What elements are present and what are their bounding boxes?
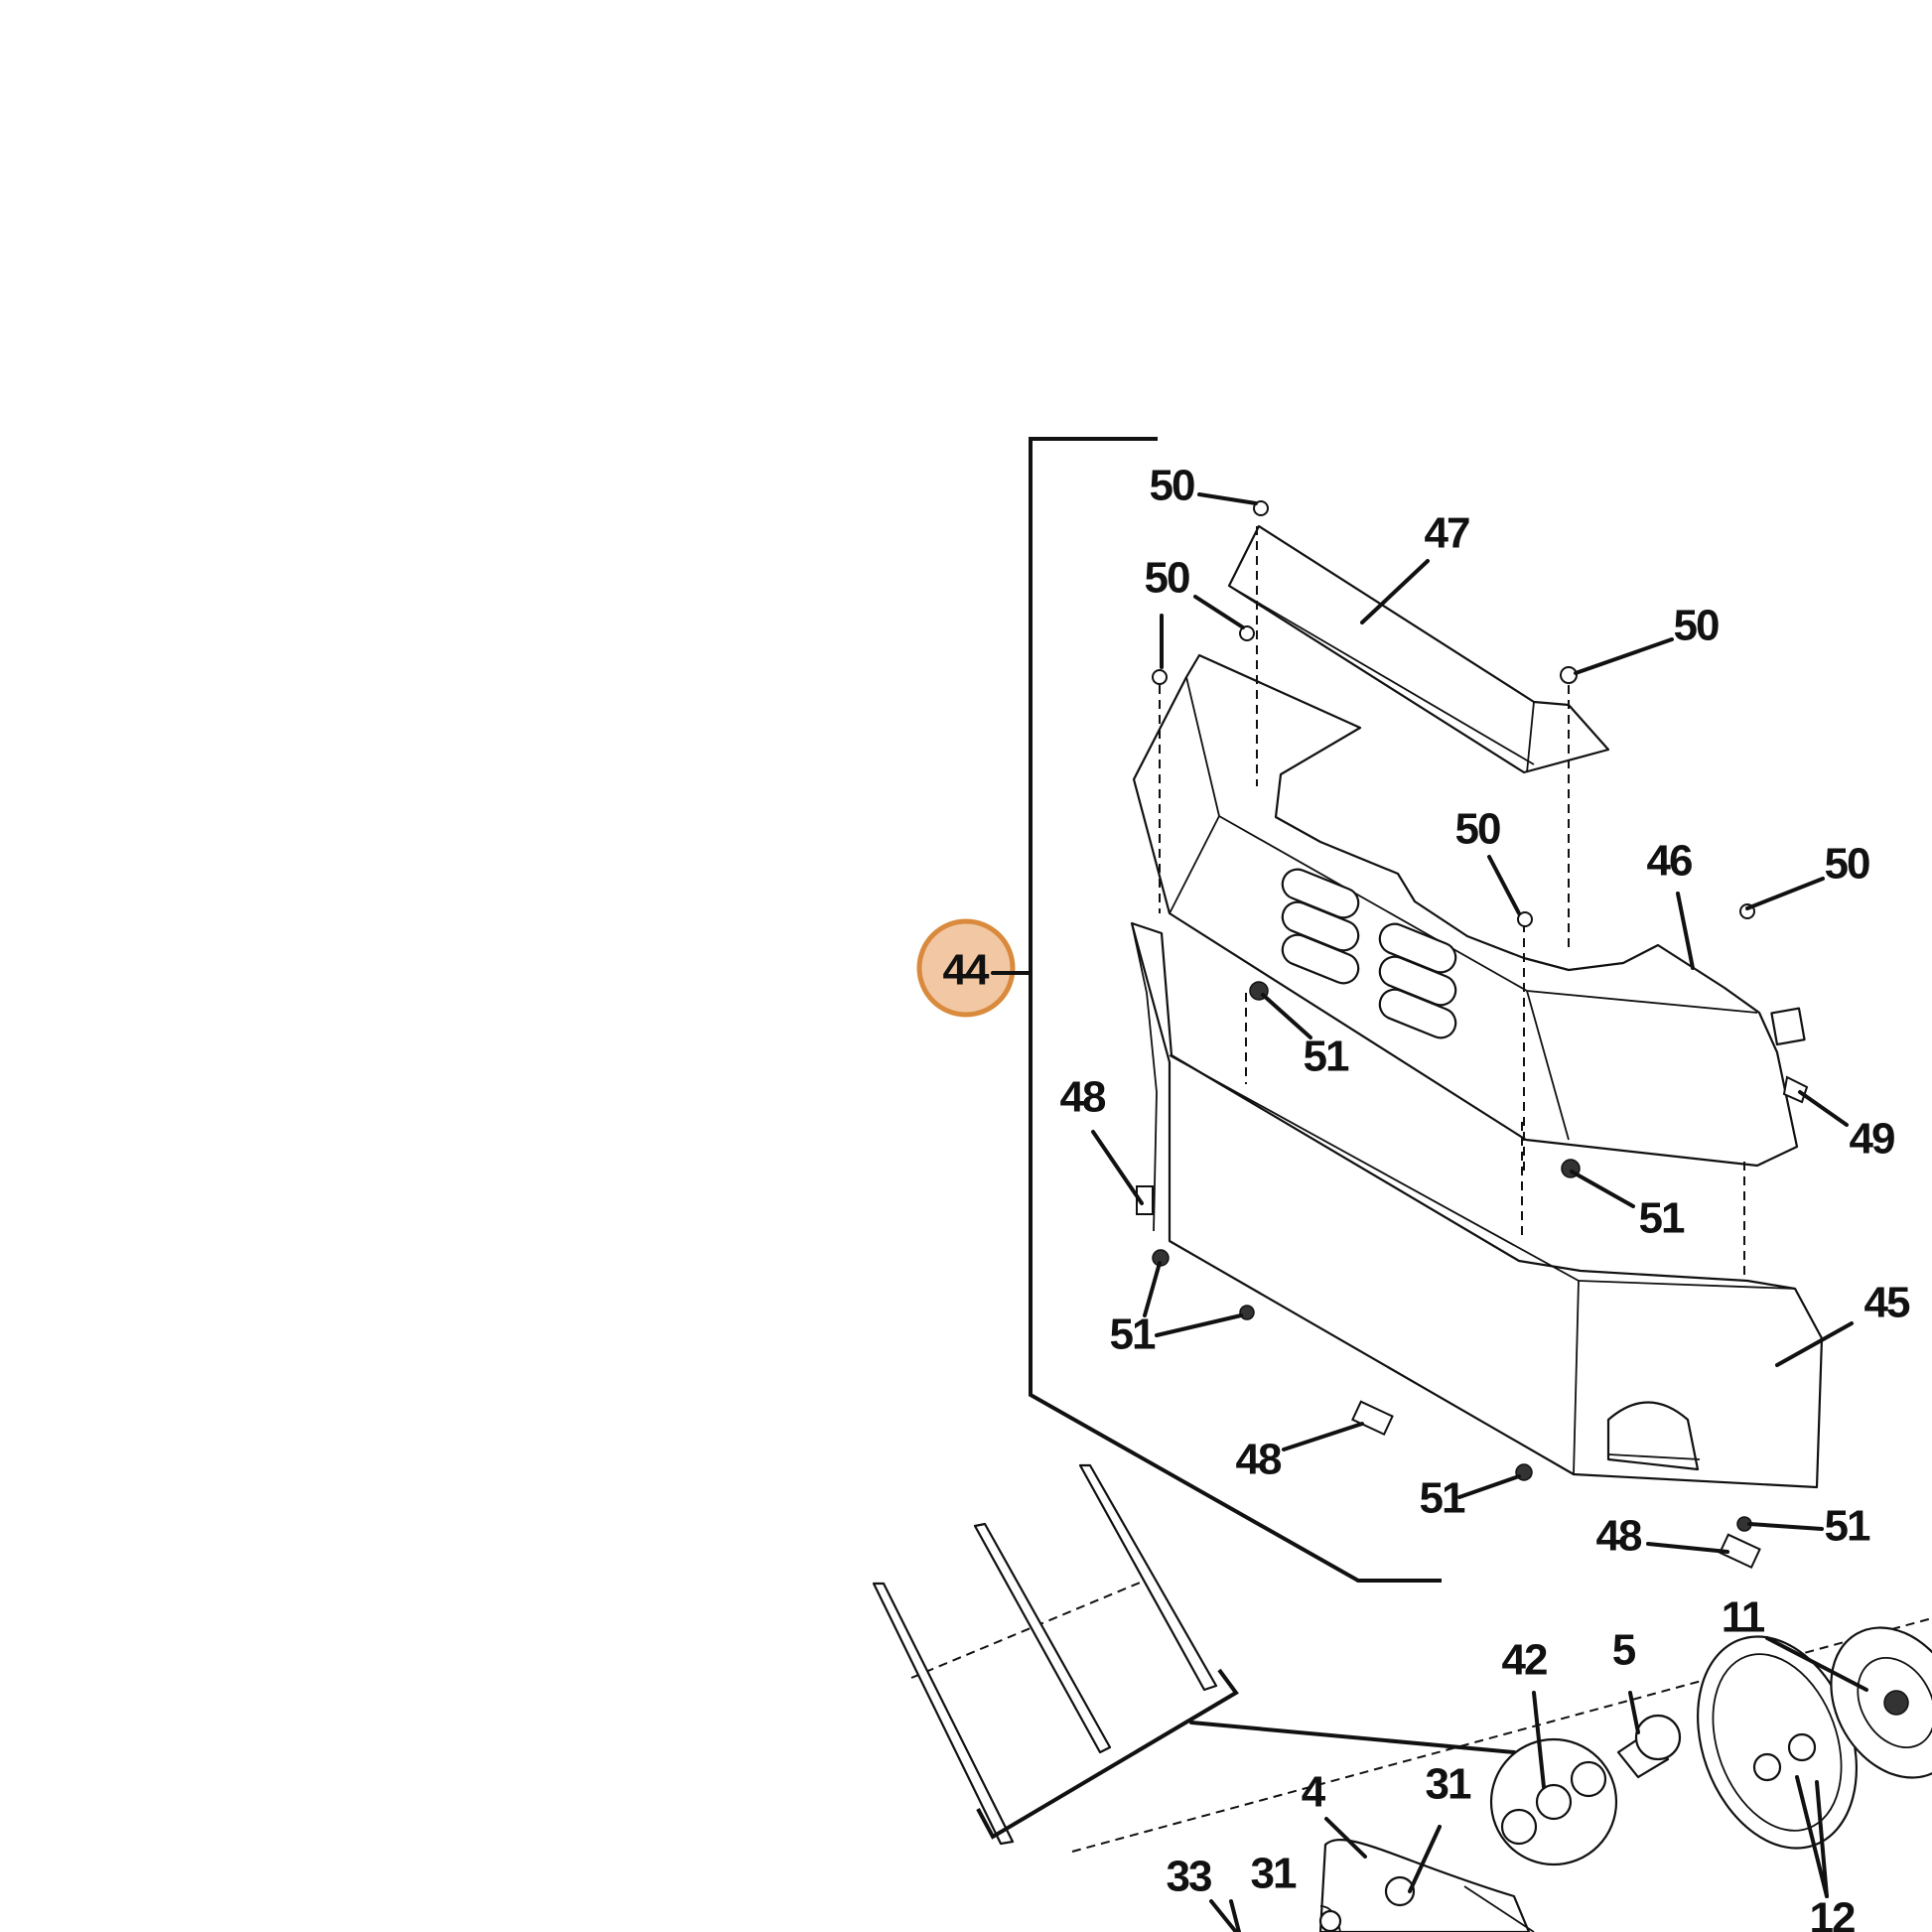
callout-51-bottom-right[interactable]: 51 — [1825, 1502, 1872, 1551]
callout-51-right[interactable]: 51 — [1639, 1194, 1687, 1243]
callout-50-right-top[interactable]: 50 — [1674, 602, 1721, 650]
callout-51-upper[interactable]: 51 — [1304, 1033, 1351, 1081]
callout-45[interactable]: 45 — [1864, 1279, 1912, 1327]
assembly-lines — [910, 526, 1932, 1853]
highlight-circle — [916, 918, 1016, 1018]
blade-assembly — [872, 1463, 1239, 1846]
assembly-bracket — [1029, 437, 1442, 1583]
callout-49[interactable]: 49 — [1850, 1115, 1896, 1164]
vent-slots — [1281, 868, 1457, 1039]
leader-lines — [1091, 492, 1868, 1932]
callout-48-bottom-right[interactable]: 48 — [1596, 1512, 1644, 1561]
callout-11[interactable]: 11 — [1722, 1593, 1767, 1642]
callout-31-left[interactable]: 31 — [1251, 1850, 1299, 1898]
callout-42[interactable]: 42 — [1502, 1636, 1549, 1685]
callout-4[interactable]: 4 — [1302, 1768, 1328, 1817]
callout-51-left[interactable]: 51 — [1110, 1311, 1158, 1359]
callout-50-top[interactable]: 50 — [1150, 462, 1196, 510]
callout-50-left[interactable]: 50 — [1145, 554, 1191, 603]
part-46-upper-shroud — [1132, 653, 1806, 1168]
callout-labels: 44 47 50 50 50 50 50 46 51 51 51 51 51 4… — [943, 462, 1912, 1932]
callout-31-right[interactable]: 31 — [1426, 1760, 1473, 1809]
callout-48-bottom[interactable]: 48 — [1236, 1436, 1284, 1484]
callout-44[interactable]: 44 — [943, 946, 992, 995]
callout-50-right[interactable]: 50 — [1825, 840, 1871, 889]
callout-47[interactable]: 47 — [1425, 509, 1471, 558]
fasteners — [1136, 500, 1809, 1569]
callout-51-bottom[interactable]: 51 — [1420, 1474, 1467, 1523]
callout-50-mid[interactable]: 50 — [1455, 805, 1502, 854]
callout-5[interactable]: 5 — [1612, 1626, 1638, 1675]
callout-33[interactable]: 33 — [1167, 1853, 1213, 1901]
callout-48-left[interactable]: 48 — [1060, 1073, 1108, 1122]
callout-12[interactable]: 12 — [1810, 1894, 1857, 1932]
part-45-front-panel — [1130, 921, 1824, 1489]
callout-46[interactable]: 46 — [1647, 837, 1694, 886]
part-47-top-strip — [1227, 524, 1610, 774]
